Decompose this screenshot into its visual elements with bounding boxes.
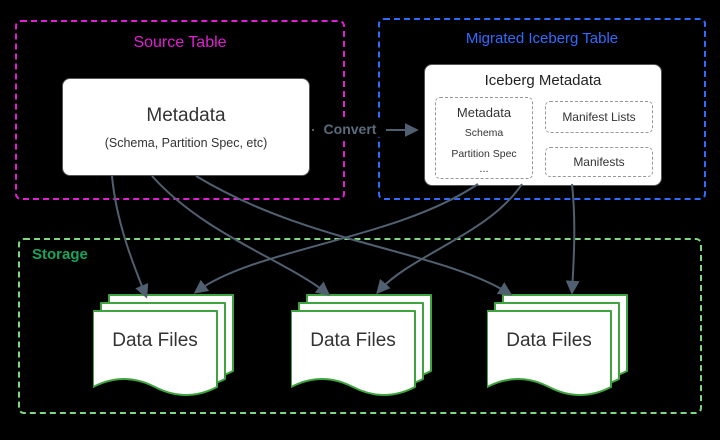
- inner-metadata-item-ellipsis: ...: [479, 163, 489, 175]
- data-files-stack-2: Data Files: [291, 294, 433, 406]
- source-table-group: Source Table Metadata (Schema, Partition…: [15, 20, 345, 200]
- iceberg-table-title: Migrated Iceberg Table: [465, 30, 619, 47]
- iceberg-metadata-node: Iceberg Metadata Metadata Schema Partiti…: [424, 64, 662, 186]
- data-files-stack-3: Data Files: [487, 294, 629, 406]
- source-metadata-title: Metadata: [146, 104, 226, 126]
- iceberg-table-group: Migrated Iceberg Table Iceberg Metadata …: [378, 18, 706, 200]
- manifests-node: Manifests: [545, 147, 653, 177]
- data-files-stack-1: Data Files: [93, 294, 235, 406]
- document-stack-graphic: [291, 294, 432, 396]
- data-files-label: Data Files: [310, 330, 396, 351]
- source-metadata-node: Metadata (Schema, Partition Spec, etc): [62, 78, 310, 176]
- inner-metadata-item-schema: Schema: [464, 127, 504, 139]
- source-metadata-subtitle: (Schema, Partition Spec, etc): [104, 135, 268, 150]
- data-files-label: Data Files: [112, 330, 198, 351]
- document-sheet: [291, 310, 416, 396]
- document-stack-graphic: [487, 294, 628, 396]
- document-sheet: [487, 310, 612, 396]
- document-sheet: [93, 310, 218, 396]
- inner-metadata-title: Metadata: [456, 105, 512, 120]
- convert-label: Convert: [314, 121, 386, 137]
- document-stack-graphic: [93, 294, 234, 396]
- inner-metadata-node: Metadata Schema Partition Spec ...: [435, 97, 533, 179]
- data-files-label: Data Files: [506, 330, 592, 351]
- inner-metadata-item-partition-spec: Partition Spec: [451, 148, 517, 160]
- iceberg-metadata-title: Iceberg Metadata: [484, 72, 602, 89]
- manifest-lists-node: Manifest Lists: [545, 101, 653, 133]
- storage-title: Storage: [32, 246, 88, 263]
- source-table-title: Source Table: [133, 34, 227, 51]
